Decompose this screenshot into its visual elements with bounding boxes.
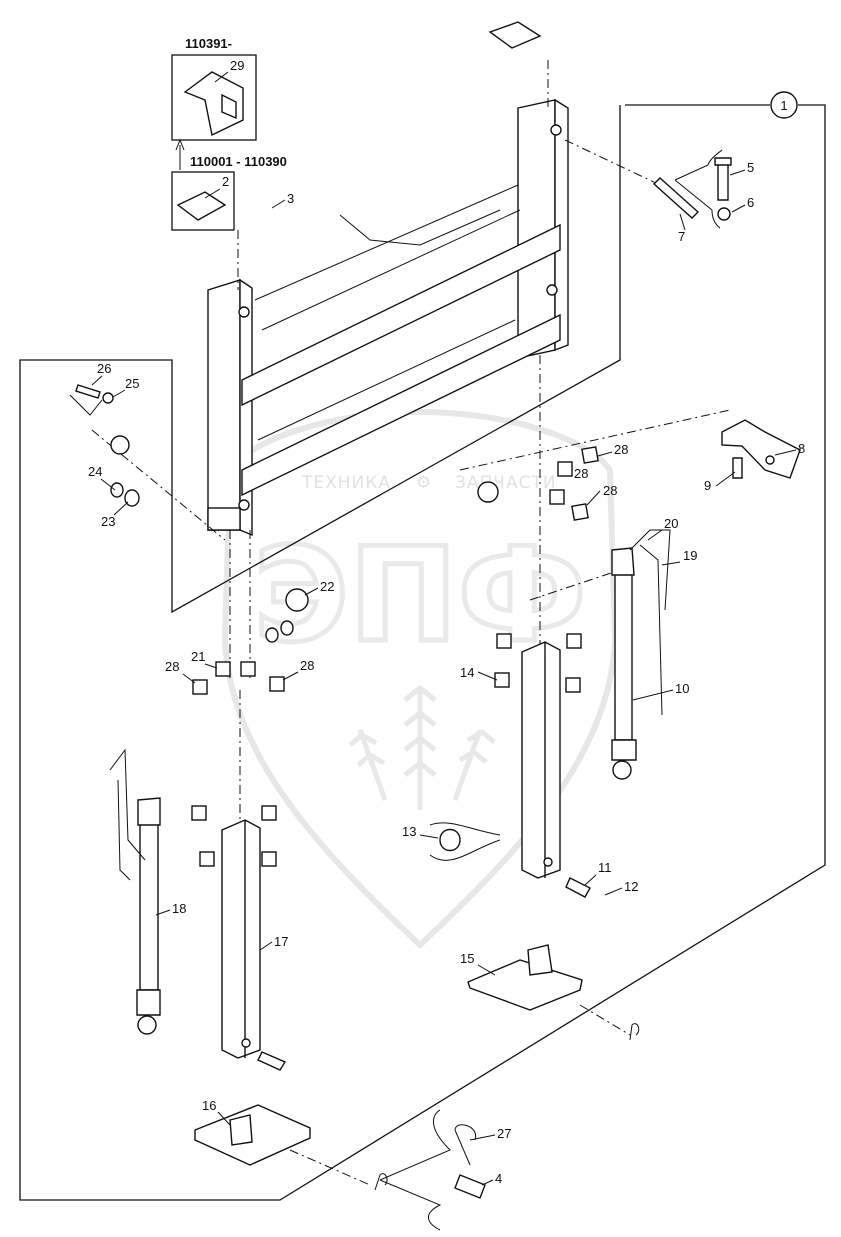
label-28-a: 28 [614,442,628,457]
label-4: 4 [495,1171,502,1186]
flange-right [477,481,499,503]
assembly-outline [19,104,826,1201]
bolt-9 [732,457,743,479]
label-18: 18 [172,901,186,916]
watermark-gear-icon: ⚙ [416,473,432,493]
label-25: 25 [125,376,139,391]
label-23: 23 [101,514,115,529]
label-29: 29 [230,58,244,73]
label-24: 24 [88,464,102,479]
label-15: 15 [460,951,474,966]
shims [191,446,599,867]
label-28-c: 28 [165,659,179,674]
watermark-wheat-icon [348,684,496,810]
foot-plate-15 [467,959,583,1011]
lynch-pin-27 [454,1124,477,1166]
foot-plate-16 [194,1104,311,1166]
serial-newer-label: 110391- [185,36,232,51]
watermark-right-text: ЗАПЧАСТИ [455,473,557,493]
label-17: 17 [274,934,288,949]
label-26: 26 [97,361,111,376]
flange-left [110,435,130,455]
label-28-d: 28 [300,658,314,673]
pin-17-lower [257,1051,287,1071]
cover-plate-2 [176,191,227,221]
hose-19 [639,544,663,716]
serial-newer-box [171,54,257,141]
serial-older-label: 110001 - 110390 [190,154,287,169]
washer-25 [102,392,114,404]
pin-11 [565,877,591,898]
detail-bracket-13 [429,822,501,861]
label-3: 3 [287,191,294,206]
label-19: 19 [683,548,697,563]
label-21: 21 [191,649,205,664]
label-12: 12 [624,879,638,894]
watermark-left-text: ТЕХНИКА [301,473,391,493]
spacer-23 [124,489,140,507]
pin-7 [652,177,700,219]
assembly-center-lines [91,60,731,1186]
leg-17 [221,819,261,1059]
label-20: 20 [664,516,678,531]
label-13: 13 [402,824,416,839]
detail-bracket-4-27 [379,1109,451,1231]
label-6: 6 [747,195,754,210]
mast-frame [207,98,569,537]
label-5: 5 [747,160,754,175]
label-9: 9 [704,478,711,493]
label-16: 16 [202,1098,216,1113]
callout-marker-text: 1 [780,98,787,113]
detail-bracket-25-26 [69,394,103,416]
label-27: 27 [497,1126,511,1141]
cylinder-18 [136,797,161,1035]
detail-bracket-5-6-7 [674,149,723,229]
leader-lines [91,71,797,1186]
leg-14 [521,641,561,879]
ring-13 [439,828,461,852]
part-labels: 29 2 3 5 6 7 8 9 26 25 24 23 28 28 28 28… [88,58,805,1186]
cover-plate-29 [183,71,244,137]
bracket-8 [721,419,801,479]
label-22: 22 [320,579,334,594]
label-14: 14 [460,665,474,680]
label-7: 7 [678,229,685,244]
label-28-b: 28 [603,483,617,498]
cylinder-10 [611,547,637,780]
hose-18 [109,748,146,881]
callout-marker-circle [770,91,798,119]
arrow-up [175,138,185,170]
label-8: 8 [798,441,805,456]
nut-6 [717,207,731,221]
serial-older-box [171,171,235,231]
pin-4 [454,1174,486,1199]
plate-top [488,21,542,49]
flange-22 [285,588,309,612]
label-28-e: 28 [574,466,588,481]
washer-24 [110,482,124,498]
label-10: 10 [675,681,689,696]
bolt-5 [714,157,732,201]
label-2: 2 [222,174,229,189]
hose-20 [629,529,671,611]
label-11: 11 [598,860,612,875]
bolt-26 [75,384,101,399]
